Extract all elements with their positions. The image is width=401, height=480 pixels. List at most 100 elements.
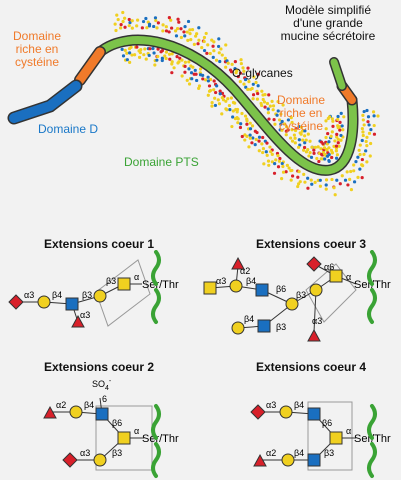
- core2-link-alpha: α: [134, 426, 139, 436]
- glycan-dot: [235, 110, 239, 114]
- glycan-dot: [261, 135, 265, 140]
- glycan-dot: [246, 66, 250, 70]
- glycan-dot: [335, 132, 339, 136]
- glycan-dot: [302, 148, 306, 152]
- glycan-dot: [360, 138, 364, 143]
- glycan-dot: [164, 56, 168, 61]
- glycan-dot: [352, 180, 357, 184]
- glycan-dot: [219, 47, 223, 51]
- glycan-dot: [313, 145, 317, 149]
- glycan-dot: [365, 135, 369, 139]
- glycan-dot: [183, 64, 187, 68]
- glycan-dot: [255, 130, 259, 135]
- glycan-dot: [243, 138, 247, 142]
- glycan-dot: [268, 145, 272, 149]
- glycan-dot: [190, 77, 194, 81]
- glycan-dot: [153, 63, 157, 67]
- glycan-dot: [361, 133, 365, 138]
- glycan-dot: [342, 115, 346, 119]
- glycan-dot: [160, 56, 164, 60]
- glycan-dot: [325, 147, 329, 152]
- glycan-dot: [336, 117, 340, 122]
- glycan-dot: [270, 99, 274, 103]
- core1-structure: α3 β4 β3 α3 β3 α Ser/Thr: [8, 250, 179, 328]
- glycan-dot: [200, 45, 204, 50]
- glycan-dot: [313, 180, 317, 184]
- glycan-dot: [257, 149, 261, 153]
- glycan-dot: [198, 67, 203, 71]
- glycan-dot: [296, 145, 301, 149]
- glycan-dot: [179, 27, 183, 31]
- glycan-dot: [240, 111, 244, 116]
- core-structures: α3 β4 β3 α3 β3 α Ser/Thr α3 α2: [8, 250, 391, 478]
- glycan-dot: [119, 26, 123, 30]
- glycan-dot: [177, 20, 181, 24]
- glycan-dot: [211, 55, 215, 59]
- glycan-dot: [298, 180, 302, 184]
- glycan-dot: [329, 148, 334, 152]
- core2-gal-2: [93, 453, 107, 467]
- glycan-dot: [349, 169, 353, 174]
- glycan-dot: [271, 104, 276, 108]
- core1-gal: [37, 295, 51, 309]
- glycan-dot: [212, 49, 216, 53]
- glycan-dot: [276, 100, 280, 104]
- domain-d-label: Domaine D: [38, 122, 99, 136]
- glycan-dot: [216, 98, 220, 102]
- glycan-dot: [123, 48, 127, 52]
- glycan-dot: [189, 71, 194, 75]
- glycan-dot: [224, 65, 228, 69]
- glycan-dot: [220, 112, 224, 116]
- glycan-dot: [229, 70, 234, 74]
- glycan-dot: [251, 97, 255, 101]
- glycan-dot: [362, 109, 366, 114]
- glycan-dot: [286, 128, 290, 132]
- glycan-dot: [334, 149, 338, 153]
- glycan-dot: [230, 124, 234, 129]
- domain-d-fill: [9, 81, 81, 123]
- glycan-dot: [319, 147, 323, 151]
- glycan-dot: [346, 183, 350, 187]
- core3-link-a6: α6: [324, 262, 334, 272]
- glycan-dot: [267, 163, 271, 167]
- glycan-dot: [339, 111, 343, 115]
- glycan-dot: [144, 57, 148, 61]
- glycan-dot: [186, 19, 191, 24]
- glycan-dot: [339, 133, 343, 138]
- core2-link-b4: β4: [84, 400, 94, 410]
- glycan-dot: [364, 139, 368, 144]
- glycan-dot: [164, 25, 168, 29]
- core3-gal-3: [309, 283, 323, 297]
- glycan-dot: [125, 58, 129, 62]
- glycan-dot: [271, 108, 275, 112]
- glycan-dot: [113, 22, 117, 26]
- glycan-dot: [121, 19, 125, 24]
- core2-link-6: 6: [102, 394, 107, 404]
- glycan-dot: [135, 24, 139, 28]
- glycan-dot: [130, 53, 134, 57]
- glycan-dot: [335, 135, 339, 139]
- core4-link-b4b: β4: [294, 448, 304, 458]
- glycan-dot: [224, 99, 228, 103]
- glycan-dot: [277, 118, 282, 122]
- glycan-dot: [120, 47, 124, 51]
- glycan-dot: [236, 75, 240, 79]
- glycan-dot: [212, 79, 216, 83]
- glycan-dot: [326, 131, 330, 136]
- glycan-dot: [119, 22, 123, 27]
- glycan-dot: [238, 125, 243, 130]
- glycan-dot: [143, 47, 147, 51]
- glycan-dot: [238, 71, 243, 75]
- glycan-dot: [174, 34, 179, 38]
- title-line-1: Modèle simplifié: [284, 3, 372, 17]
- glycan-dot: [263, 105, 267, 109]
- glycan-dot: [207, 89, 212, 93]
- glycan-dot: [130, 26, 134, 30]
- core3-title: Extensions coeur 3: [256, 237, 367, 251]
- cys-left-line-1: Domaine: [12, 29, 62, 43]
- glycan-dot: [361, 118, 365, 122]
- glycan-dot: [281, 170, 286, 174]
- core3-glcnac-2: [257, 319, 271, 333]
- glycan-dot: [266, 159, 271, 163]
- glycan-dot: [156, 54, 160, 59]
